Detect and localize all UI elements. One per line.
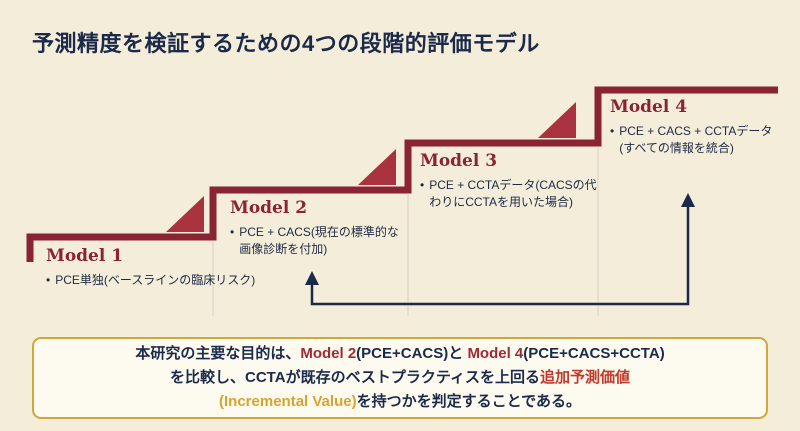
bullet-icon: • [230, 225, 235, 239]
model-block-2: Model 2 • PCE + CACS(現在の標準的な画像診断を付加) [230, 198, 402, 259]
comparison-arrow [310, 202, 690, 306]
summary-line-1: 本研究の主要な目的は、Model 2(PCE+CACS)と Model 4(PC… [48, 342, 752, 366]
model-1-desc: • PCE単独(ベースラインの臨床リスク) [46, 272, 261, 289]
model-1-heading: Model 1 [46, 246, 124, 266]
summary-segment: (PCE+CACS+CCTA) [523, 344, 665, 362]
summary-segment-model4: Model 4 [467, 344, 524, 362]
staircase-line [26, 86, 778, 262]
model-1-desc-text: PCE単独(ベースラインの臨床リスク) [55, 273, 256, 287]
model-4-desc: • PCE + CACS + CCTAデータ(すべての情報を統合) [610, 123, 788, 158]
summary-line-2: を比較し、CCTAが既存のベストプラクティスを上回る追加予測価値 [48, 366, 752, 390]
growth-triangle-icon [166, 196, 204, 232]
summary-segment: を持つかを判定することである。 [356, 393, 581, 411]
growth-triangle-icon [358, 149, 396, 185]
model-2-heading: Model 2 [230, 198, 308, 218]
model-3-desc: • PCE + CCTAデータ(CACSの代わりにCCTAを用いた場合) [420, 177, 600, 212]
model-4-heading: Model 4 [610, 97, 688, 117]
model-block-3: Model 3 • PCE + CCTAデータ(CACSの代わりにCCTAを用い… [420, 151, 600, 212]
summary-box: 本研究の主要な目的は、Model 2(PCE+CACS)と Model 4(PC… [32, 337, 768, 419]
summary-segment-incremental-value-en: (Incremental Value) [219, 393, 357, 411]
summary-segment-incremental-value-jp: 追加予測価値 [539, 368, 630, 386]
summary-line-3: (Incremental Value)を持つかを判定することである。 [48, 390, 752, 414]
page-title: 予測精度を検証するための4つの段階的評価モデル [32, 31, 540, 56]
model-3-desc-text: PCE + CCTAデータ(CACSの代わりにCCTAを用いた場合) [429, 178, 597, 210]
bullet-icon: • [46, 273, 51, 287]
summary-segment: を比較し、CCTAが既存のベストプラクティスを上回る [170, 368, 540, 386]
growth-triangle-icon [538, 102, 576, 138]
bullet-icon: • [610, 124, 615, 138]
model-2-desc-text: PCE + CACS(現在の標準的な画像診断を付加) [239, 225, 399, 257]
summary-segment-model2: Model 2 [300, 344, 357, 362]
model-block-1: Model 1 • PCE単独(ベースラインの臨床リスク) [46, 246, 261, 289]
model-block-4: Model 4 • PCE + CACS + CCTAデータ(すべての情報を統合… [610, 97, 788, 158]
arrow-up-icon [305, 271, 319, 285]
bullet-icon: • [420, 178, 425, 192]
summary-segment: 本研究の主要な目的は、 [135, 344, 301, 362]
arrow-up-icon [681, 193, 695, 207]
model-4-desc-text: PCE + CACS + CCTAデータ(すべての情報を統合) [619, 124, 773, 156]
model-3-heading: Model 3 [420, 151, 498, 171]
model-2-desc: • PCE + CACS(現在の標準的な画像診断を付加) [230, 224, 402, 259]
summary-segment: (PCE+CACS)と [356, 344, 468, 362]
